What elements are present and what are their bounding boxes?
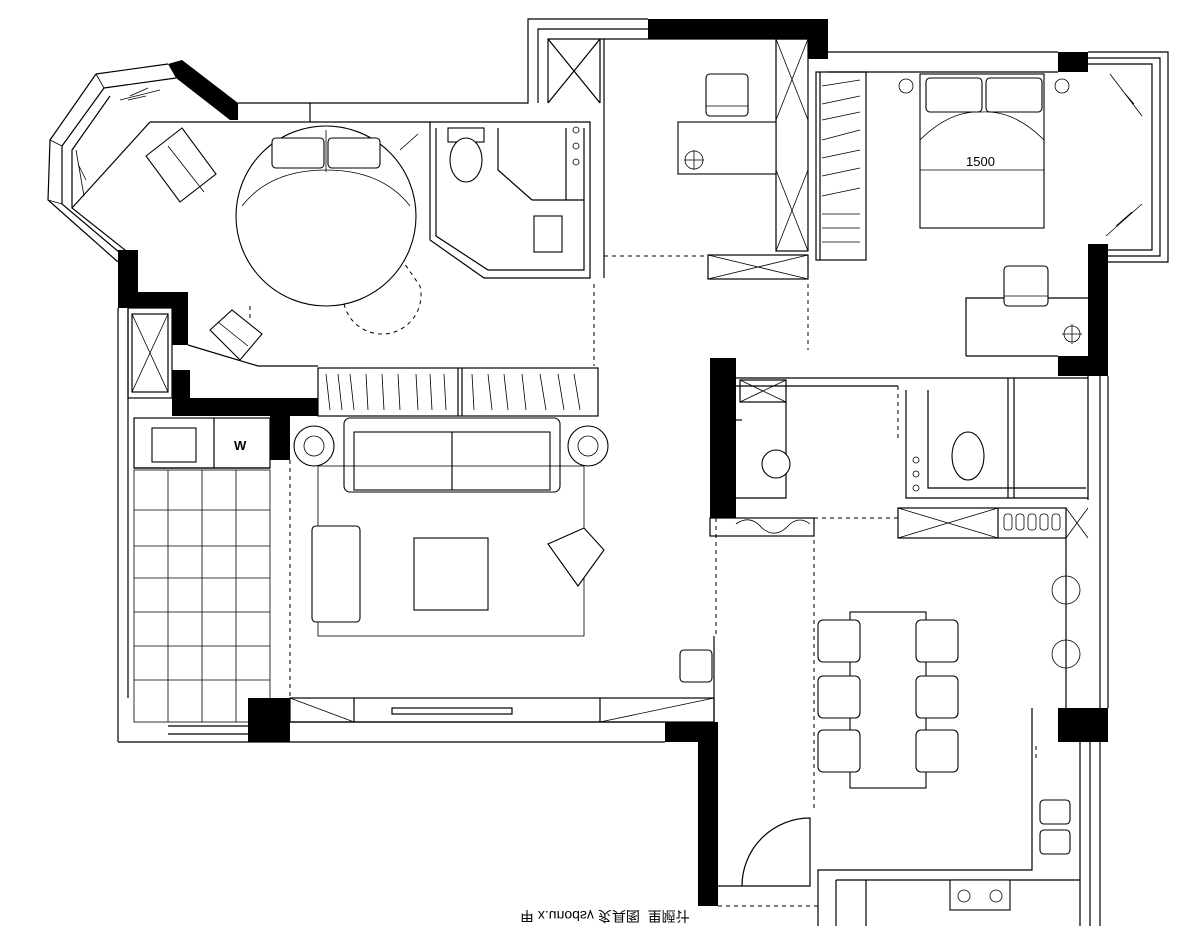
plants <box>75 73 1143 237</box>
wall-left-mid <box>172 370 318 416</box>
bath-center-fixtures <box>735 449 811 534</box>
bed-dimension-label: 1500 <box>966 154 995 169</box>
wardrobe-hangers <box>325 79 861 411</box>
plan-caption: 甲 x.unodsy 炙具图_里陋计 <box>520 910 690 924</box>
sofa <box>293 417 609 637</box>
wall-top-center-post <box>808 19 828 59</box>
washer: W <box>151 427 247 463</box>
dining-set <box>817 611 959 789</box>
wall-left-upper <box>118 250 188 345</box>
tv-cabinet <box>311 525 361 623</box>
toilet-1 <box>447 126 580 253</box>
bath-right-fixtures <box>912 431 1061 531</box>
wall-right-upper <box>1088 244 1108 376</box>
wall-right-corner <box>1058 356 1108 376</box>
master-bed: 1500 <box>898 73 1070 229</box>
wall-bottom-left-post <box>248 698 290 742</box>
coffee-table <box>413 537 489 611</box>
wall-top-right-post <box>1058 52 1088 72</box>
washer-label: W <box>234 438 247 453</box>
chair-lower-left <box>209 309 263 361</box>
bedroom-chair <box>1003 265 1082 344</box>
kitchen-fixtures <box>679 649 1071 911</box>
wall-top-left-angled <box>168 60 238 120</box>
wall-bottom-center <box>665 722 718 906</box>
wall-top-center <box>648 19 828 39</box>
wall-left-post <box>270 416 290 460</box>
balcony-tiles <box>133 469 271 723</box>
study-desk <box>677 73 777 175</box>
wall-center-bath <box>710 358 736 518</box>
structural-walls <box>118 19 1108 906</box>
dashed-boundaries <box>249 255 1037 907</box>
round-bed <box>235 125 417 307</box>
entry-door[interactable] <box>718 817 811 887</box>
armchair <box>547 527 605 587</box>
bar-stools <box>1051 575 1081 669</box>
chair-top-left <box>145 127 217 203</box>
wall-right-lower <box>1058 708 1108 742</box>
